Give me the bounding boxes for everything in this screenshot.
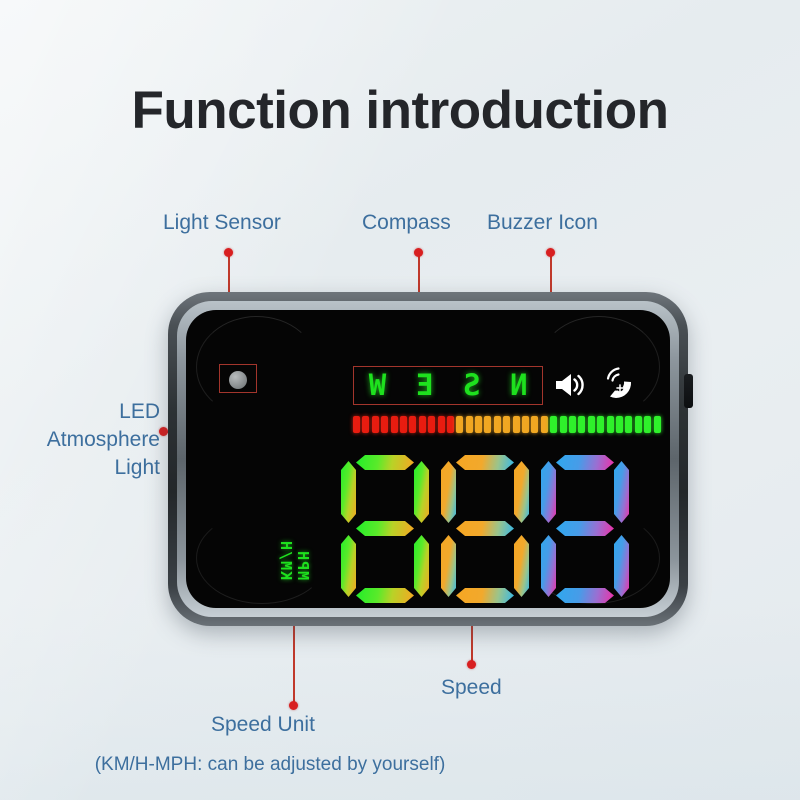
light-sensor-highlight-box: [219, 364, 257, 393]
led-segment-orange: [503, 416, 511, 433]
led-segment-orange: [531, 416, 539, 433]
led-segment-red: [409, 416, 417, 433]
led-segment-green: [653, 416, 661, 433]
pointer-dot-buzzer-icon: [546, 248, 555, 257]
led-segment-red: [381, 416, 389, 433]
segment-a: [456, 455, 514, 470]
segment-a: [356, 455, 414, 470]
pointer-dot-compass: [414, 248, 423, 257]
led-segment-orange: [465, 416, 473, 433]
segment-f: [541, 461, 556, 523]
segment-e: [341, 535, 356, 597]
segment-e: [441, 535, 456, 597]
led-segment-green: [615, 416, 623, 433]
segment-g: [456, 521, 514, 536]
segment-e: [541, 535, 556, 597]
led-segment-orange: [493, 416, 501, 433]
callout-label-led-line3: Light: [114, 456, 160, 479]
led-segment-red: [353, 416, 360, 433]
led-segment-green: [625, 416, 633, 433]
led-segment-red: [362, 416, 370, 433]
segment-g: [556, 521, 614, 536]
pointer-dot-led-atmosphere-light: [159, 427, 168, 436]
pointer-dot-light-sensor: [224, 248, 233, 257]
compass-letter-s: S: [462, 368, 481, 402]
led-segment-green: [597, 416, 605, 433]
led-segment-orange: [540, 416, 548, 433]
pointer-dot-speed-unit: [289, 701, 298, 710]
led-segment-red: [399, 416, 407, 433]
callout-label-speed: Speed: [441, 676, 502, 699]
screen-gloss-arc-top-left: [196, 316, 318, 418]
segment-d: [356, 588, 414, 603]
led-segment-orange: [512, 416, 520, 433]
segment-b: [614, 461, 629, 523]
callout-label-compass: Compass: [362, 211, 451, 234]
segment-c: [614, 535, 629, 597]
speed-digit-3: [541, 455, 629, 603]
callout-label-led-atmosphere-light: LED Atmosphere Light: [0, 398, 160, 482]
led-segment-orange: [522, 416, 530, 433]
callout-label-speed-unit: Speed Unit: [211, 713, 315, 736]
light-sensor-icon: [229, 371, 247, 389]
segment-c: [414, 535, 429, 597]
led-segment-red: [437, 416, 445, 433]
led-segment-green: [587, 416, 595, 433]
led-segment-red: [390, 416, 398, 433]
segment-b: [514, 461, 529, 523]
buzzer-icon[interactable]: [552, 367, 588, 403]
led-atmosphere-bar: [353, 416, 661, 433]
compass-letter-n: N: [509, 368, 528, 402]
led-segment-green: [644, 416, 652, 433]
gps-satellite-icon[interactable]: [600, 367, 636, 403]
segment-c: [514, 535, 529, 597]
speed-unit-note: (KM/H-MPH: can be adjusted by yourself): [94, 754, 446, 775]
callout-label-buzzer-icon: Buzzer Icon: [487, 211, 598, 234]
segment-b: [414, 461, 429, 523]
segment-d: [556, 588, 614, 603]
page-title: Function introduction: [131, 81, 669, 140]
led-segment-green: [578, 416, 586, 433]
led-segment-orange: [475, 416, 483, 433]
compass-letter-e: E: [415, 368, 434, 402]
speed-unit-mph: MPH: [294, 550, 312, 581]
segment-a: [556, 455, 614, 470]
led-segment-orange: [484, 416, 492, 433]
speed-digit-1: [341, 455, 429, 603]
callout-label-light-sensor: Light Sensor: [163, 211, 281, 234]
led-segment-green: [606, 416, 614, 433]
segment-f: [341, 461, 356, 523]
led-segment-red: [428, 416, 436, 433]
segment-g: [356, 521, 414, 536]
led-segment-green: [550, 416, 558, 433]
callout-label-led-line2: Atmosphere: [46, 428, 160, 451]
compass-letter-w: W: [368, 368, 387, 402]
led-segment-orange: [456, 416, 464, 433]
device-side-button[interactable]: [684, 374, 693, 408]
pointer-dot-speed: [467, 660, 476, 669]
segment-f: [441, 461, 456, 523]
device-screen: W E S N: [186, 310, 670, 608]
speed-unit-display: KM/H MPH: [277, 540, 312, 581]
callout-label-led-line1: LED: [119, 400, 160, 423]
led-segment-green: [568, 416, 576, 433]
pointer-line-speed-unit: [293, 560, 295, 706]
segment-d: [456, 588, 514, 603]
speed-display: [341, 455, 629, 603]
speed-unit-kmh: KM/H: [277, 540, 295, 581]
led-segment-green: [559, 416, 567, 433]
led-segment-red: [446, 416, 454, 433]
speed-digit-2: [441, 455, 529, 603]
led-segment-red: [418, 416, 426, 433]
compass-highlight-box: W E S N: [353, 366, 543, 405]
led-segment-green: [634, 416, 642, 433]
led-segment-red: [371, 416, 379, 433]
hud-device: W E S N: [168, 292, 693, 626]
